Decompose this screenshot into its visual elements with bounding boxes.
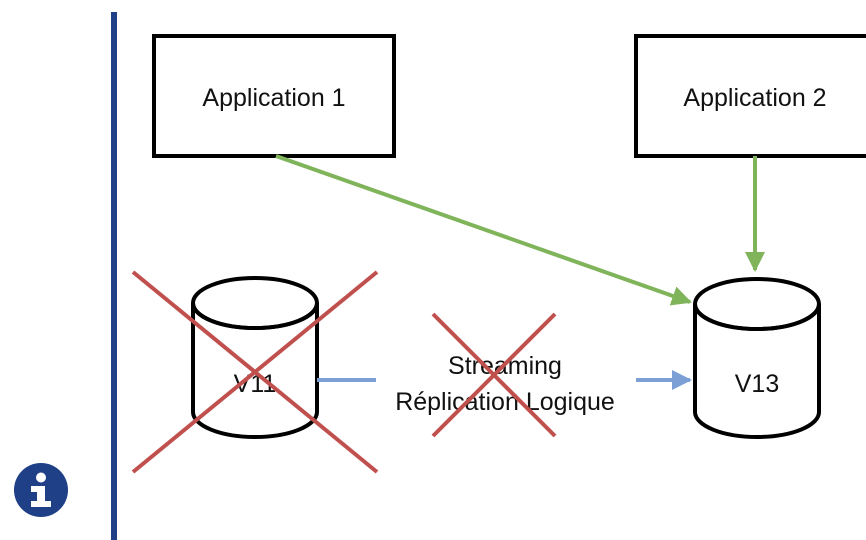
database-v11-cylinder: V11 — [191, 276, 319, 439]
application-2-box: Application 2 — [634, 34, 866, 158]
v11-cross-out-mark — [131, 270, 379, 474]
replication-label-line2: Réplication Logique — [395, 388, 615, 416]
side-accent-rule — [111, 12, 117, 540]
application-1-box: Application 1 — [152, 34, 396, 158]
application-1-label: Application 1 — [202, 84, 345, 112]
app1-to-v13-arrow — [275, 154, 692, 306]
database-v13-cylinder: V13 — [693, 277, 821, 439]
database-v13-label: V13 — [735, 370, 779, 398]
replication-cross-out-mark — [431, 312, 557, 438]
application-2-label: Application 2 — [683, 84, 826, 112]
info-icon — [13, 462, 69, 518]
